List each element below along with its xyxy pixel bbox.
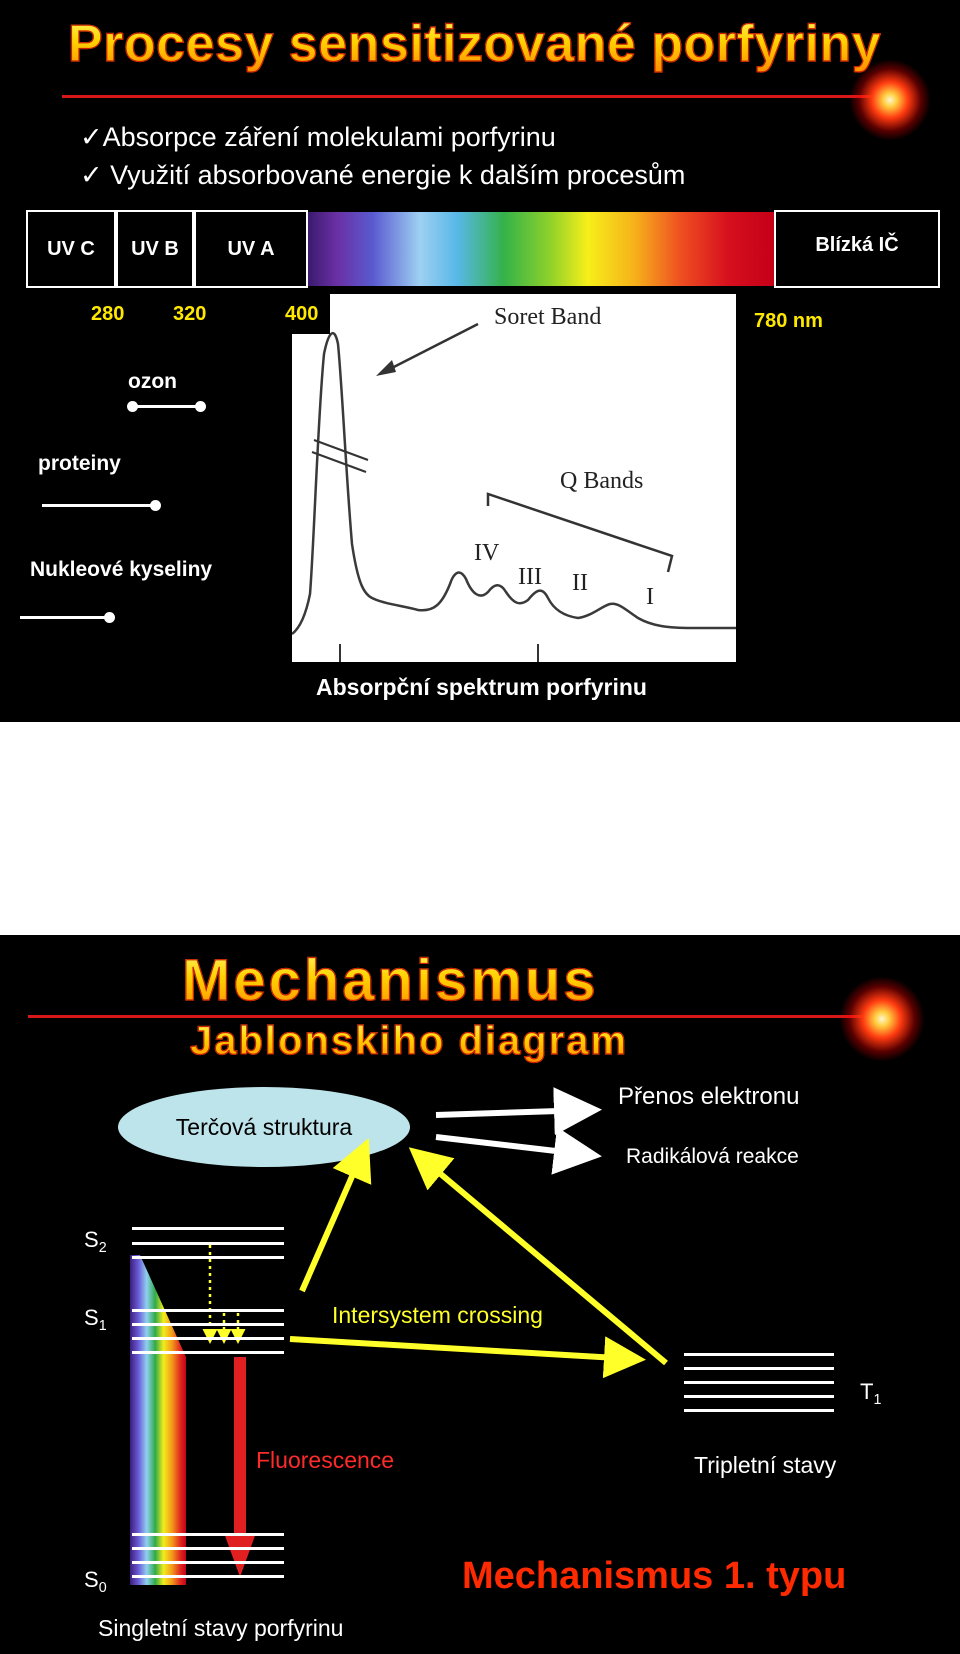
t1-level-line: [684, 1353, 834, 1356]
level-label-s2: S2: [84, 1227, 107, 1256]
band-uva: UV A: [194, 210, 308, 288]
triplet-states-label: Tripletní stavy: [694, 1452, 837, 1478]
s0-level-line: [132, 1561, 284, 1564]
wavelength-780: 780 nm: [754, 310, 823, 332]
outcome-radical-reaction: Radikálová reakce: [626, 1145, 799, 1168]
q-bands-label: Q Bands: [560, 468, 644, 494]
nucleic-range-end: [104, 612, 115, 623]
peak-label-iv: IV: [474, 540, 500, 566]
wavelength-320: 320: [173, 303, 207, 325]
s0-level-line: [132, 1547, 284, 1550]
level-label-t1: T1: [860, 1379, 882, 1408]
ozone-range-bar: [132, 405, 200, 408]
s1-level-line: [132, 1351, 284, 1354]
wavelength-280: 280: [91, 303, 125, 325]
slide-mechanism: Mechanismus Jablonskiho diagram Terčová …: [0, 935, 960, 1654]
band-near-ir: Blízká IČ: [774, 210, 940, 288]
wavelength-400: 400: [285, 303, 319, 325]
slide-processes: Procesy sensitizované porfyriny ✓Absorpc…: [0, 0, 960, 722]
q-bands-bracket: [486, 492, 674, 573]
arrow-to-radical-reaction: [435, 1126, 602, 1175]
s2-level-line: [132, 1256, 284, 1259]
label-nucleic-acids: Nukleové kyseliny: [30, 558, 213, 581]
peak-label-iii: III: [518, 564, 542, 590]
singlet-states-label: Singletní stavy porfyrinu: [98, 1615, 344, 1641]
s0-level-line: [132, 1575, 284, 1578]
peak-label-i: I: [646, 584, 654, 610]
proteins-range-bar: [42, 504, 156, 507]
band-uvb: UV B: [116, 210, 194, 288]
band-uvc: UV C: [26, 210, 116, 288]
s1-level-line: [132, 1323, 284, 1326]
axis-break-line-1: [313, 439, 369, 461]
slide2-subtitle: Jablonskiho diagram: [189, 1018, 629, 1063]
t1-level-line: [684, 1395, 834, 1398]
slide1-title: Procesy sensitizované porfyriny: [67, 14, 882, 73]
title-underline-2: [28, 1015, 888, 1018]
intersystem-crossing-label: Intersystem crossing: [332, 1302, 543, 1328]
jablonski-arrows: [202, 1087, 668, 1577]
s2-level-line: [132, 1242, 284, 1245]
target-structure-ellipse: Terčová struktura: [118, 1087, 410, 1167]
outcome-electron-transfer: Přenos elektronu: [618, 1083, 800, 1110]
fluorescence-arrow-shaft: [234, 1357, 246, 1535]
bullet-energy-use: ✓ Využití absorbované energie k dalším p…: [80, 160, 686, 190]
nucleic-range-bar: [20, 616, 110, 619]
label-proteins: proteiny: [38, 452, 121, 475]
label-ozone: ozon: [128, 370, 177, 393]
peak-label-ii: II: [572, 570, 588, 596]
arrow-s1-to-target: [299, 1138, 372, 1293]
s2-level-line: [132, 1227, 284, 1230]
t1-level-line: [684, 1367, 834, 1370]
title-underline: [62, 95, 892, 98]
level-label-s1: S1: [84, 1305, 107, 1334]
absorption-spectrum-plot: [292, 322, 736, 662]
t1-level-line: [684, 1409, 834, 1412]
fluorescence-label: Fluorescence: [256, 1447, 395, 1473]
arrow-to-electron-transfer: [435, 1087, 602, 1136]
soret-band-label: Soret Band: [494, 304, 602, 330]
bullet-absorption: ✓Absorpce záření molekulami porfyrinu: [80, 122, 556, 152]
target-structure-label: Terčová struktura: [175, 1113, 353, 1140]
fluorescence-arrowhead: [224, 1533, 256, 1577]
proteins-range-end: [150, 500, 161, 511]
ozone-range-end: [195, 401, 206, 412]
flare-icon-2: [840, 977, 924, 1061]
graph-caption: Absorpční spektrum porfyrinu: [316, 674, 647, 700]
t1-level-line: [684, 1381, 834, 1384]
soret-arrow: [383, 322, 479, 374]
arrow-intersystem-crossing: [289, 1336, 646, 1379]
spectrum-curve: [292, 331, 736, 635]
slide2-title: Mechanismus: [181, 947, 599, 1013]
level-label-s0: S0: [84, 1567, 107, 1596]
soret-arrowhead: [376, 360, 396, 376]
s1-level-line: [132, 1337, 284, 1340]
visible-spectrum-bar: [308, 212, 774, 286]
axis-break-line-2: [311, 451, 367, 473]
s0-level-line: [132, 1533, 284, 1536]
arrow-triplet-to-target: [408, 1147, 668, 1366]
absorption-graph: [292, 334, 736, 662]
mechanism-type-label: Mechanismus 1. typu: [462, 1555, 847, 1597]
flare-icon: [850, 60, 930, 140]
s1-level-line: [132, 1309, 284, 1312]
